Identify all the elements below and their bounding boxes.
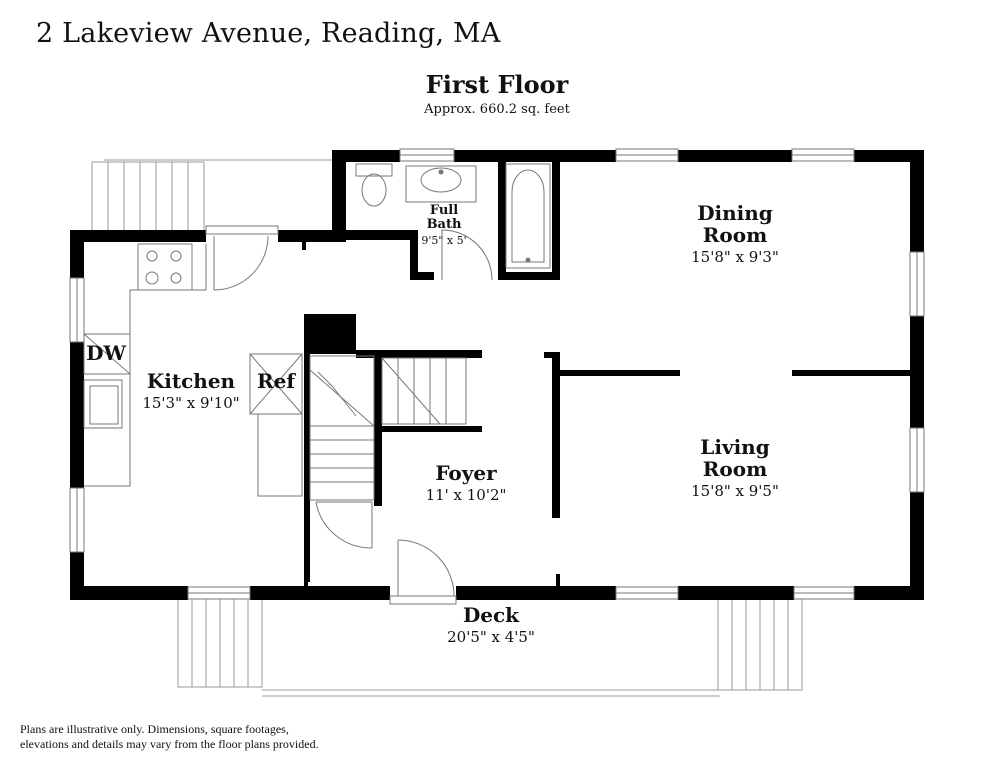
kitchen-fixtures [83,243,303,497]
windows [69,148,925,600]
bath-dims: 9'5" x 5' [421,234,467,247]
kitchen-name: Kitchen [146,369,236,393]
back-steps [91,159,332,233]
dining-room-label: Dining Room [660,202,810,246]
floor-area: Approx. 660.2 sq. feet [424,102,570,117]
disclaimer-line2: elevations and details may vary from the… [20,737,319,751]
living-room-label: Living Room [660,436,810,480]
foyer-dims: 11' x 10'2" [425,486,507,504]
kitchen-dims: 15'3" x 9'10" [142,394,240,412]
dining-room-dims: 15'8" x 9'3" [691,248,779,266]
bath-name-line2: Bath [426,217,462,232]
foyer-name: Foyer [435,461,497,485]
refrigerator-label: Ref [257,369,295,393]
dining-room-name-line2: Room [702,223,768,247]
bath-fixtures [355,163,551,269]
living-room-name-line2: Room [702,457,768,481]
living-room-name-line1: Living [700,435,770,459]
bath-name-line1: Full [429,203,459,218]
stairs [309,355,467,501]
living-room-dims: 15'8" x 9'5" [691,482,779,500]
deck-name: Deck [462,603,520,627]
disclaimer-line1: Plans are illustrative only. Dimensions,… [20,722,289,736]
disclaimer: Plans are illustrative only. Dimensions,… [20,722,319,752]
doors [205,225,493,605]
deck-dims: 20'5" x 4'5" [447,628,535,646]
walls [70,150,924,600]
floor-title: First Floor [425,70,569,99]
property-address: 2 Lakeview Avenue, Reading, MA [36,18,501,49]
dishwasher-label: DW [86,341,126,365]
deck [177,596,803,697]
dining-room-name-line1: Dining [697,201,773,225]
bath-label: Full Bath [414,204,474,232]
